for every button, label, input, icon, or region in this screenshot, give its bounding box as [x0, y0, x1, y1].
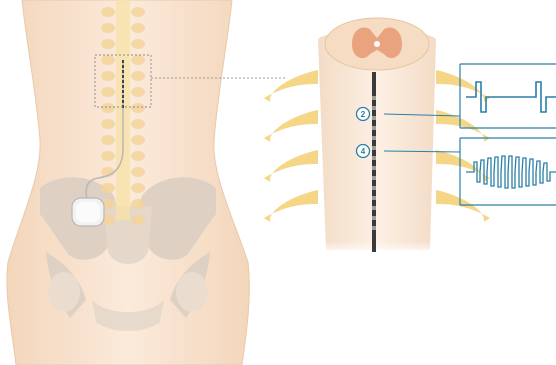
nerve-root	[436, 150, 490, 182]
vertebra-process	[101, 183, 115, 193]
waveform-panel-tonic	[460, 64, 556, 128]
vertebra-process	[131, 103, 145, 113]
vertebra-process	[101, 135, 115, 145]
nerve-root	[436, 70, 490, 102]
nerve-root	[264, 110, 318, 142]
nerve-root	[436, 190, 490, 222]
vertebra-process	[131, 71, 145, 81]
nerve-root	[264, 70, 318, 102]
spinal-cord-closeup	[264, 18, 490, 255]
vertebra-process	[101, 7, 115, 17]
electrode-2-label: 2	[361, 110, 366, 119]
nerve-root	[436, 110, 490, 142]
spinal-cord-cross-section-icon	[325, 18, 429, 70]
vertebra-process	[101, 71, 115, 81]
vertebra-process	[131, 87, 145, 97]
vertebra-process	[101, 103, 115, 113]
vertebra-process	[101, 55, 115, 65]
vertebra-process	[131, 39, 145, 49]
vertebra-process	[131, 183, 145, 193]
waveform-panel-burst	[460, 138, 556, 205]
vertebra-process	[101, 151, 115, 161]
vertebra-process	[131, 55, 145, 65]
vertebra-process	[131, 135, 145, 145]
tonic-waveform	[466, 82, 556, 112]
vertebra-process	[101, 87, 115, 97]
vertebra-process	[101, 23, 115, 33]
vertebra-process	[131, 23, 145, 33]
vertebra-process	[131, 7, 145, 17]
vertebra-process	[131, 119, 145, 129]
implanted-pulse-generator-icon	[72, 198, 104, 226]
vertebra-process	[131, 215, 145, 225]
nerve-root	[264, 150, 318, 182]
nerve-root	[264, 190, 318, 222]
vertebra-process	[101, 119, 115, 129]
burst-waveform	[466, 156, 556, 188]
electrode-4-label: 4	[361, 147, 366, 156]
vertebra-process	[131, 151, 145, 161]
vertebra-process	[131, 167, 145, 177]
vertebra-process	[131, 199, 145, 209]
vertebra-process	[101, 39, 115, 49]
